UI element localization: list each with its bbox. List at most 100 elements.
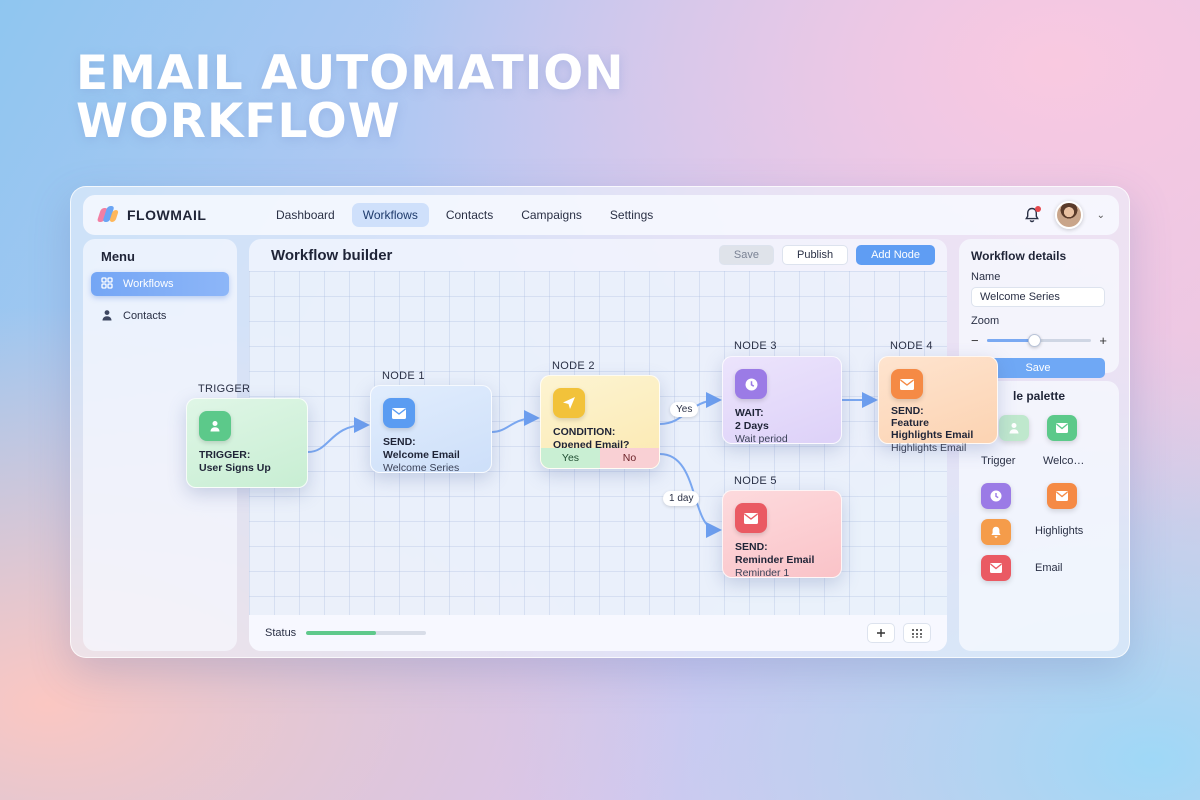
node1-title: Welcome Email — [383, 449, 460, 461]
wait-node[interactable]: WAIT: 2 Days Wait period — [722, 356, 842, 445]
mail-icon — [891, 369, 923, 399]
palette-send-node[interactable] — [1047, 483, 1077, 509]
zoom-label: Zoom — [971, 315, 1000, 327]
palette-label-trigger: Trigger — [981, 455, 1016, 467]
logo-mark-icon — [96, 206, 119, 224]
node-tag-5: NODE 5 — [734, 475, 777, 487]
page-title: Workflow builder — [271, 246, 393, 264]
top-right-actions: ⌄ — [1023, 201, 1105, 229]
mail-icon — [1056, 491, 1068, 501]
condition-yes-branch[interactable]: Yes — [541, 448, 600, 468]
condition-node[interactable]: CONDITION: Opened Email? Yes No — [540, 375, 660, 469]
palette-email-node[interactable] — [981, 555, 1011, 581]
node1-subtitle: Welcome Series — [383, 462, 460, 474]
sidebar-title: Menu — [101, 249, 135, 264]
person-icon — [101, 309, 113, 324]
sidebar-item-workflows[interactable]: Workflows — [91, 272, 229, 296]
node5-title: Reminder Email — [735, 554, 815, 566]
palette-trigger-node[interactable] — [999, 415, 1029, 441]
details-title: Workflow details — [971, 249, 1067, 263]
save-button[interactable]: Save — [718, 245, 774, 265]
hero-title-line2: WORKFLOW — [76, 94, 401, 149]
workflow-details-panel: Workflow details Name Welcome Series Zoo… — [959, 239, 1119, 378]
send-reminder-node[interactable]: SEND: Reminder Email Reminder 1 — [722, 490, 842, 579]
condition-branches: Yes No — [541, 448, 659, 468]
canvas-tools — [867, 623, 931, 643]
notification-dot — [1034, 206, 1041, 212]
palette-highlights-node[interactable] — [981, 519, 1011, 545]
clock-icon — [990, 490, 1002, 502]
add-node-button[interactable]: Add Node — [856, 245, 935, 265]
nav-contacts[interactable]: Contacts — [445, 208, 494, 222]
workflow-name-input[interactable]: Welcome Series — [971, 287, 1105, 307]
plus-icon — [877, 629, 885, 637]
zoom-in-button[interactable] — [867, 623, 895, 643]
node-tag-3: NODE 3 — [734, 340, 777, 352]
status-progress-bar — [306, 631, 427, 635]
palette-label-welcome: Welco… — [1043, 455, 1085, 467]
zoom-out-button[interactable]: − — [971, 333, 979, 348]
main-nav: Dashboard Workflows Contacts Campaigns S… — [265, 203, 664, 227]
mail-icon — [735, 503, 767, 533]
node5-subtitle: Reminder 1 — [735, 567, 790, 579]
details-save-button[interactable]: Save — [971, 358, 1105, 378]
trigger-node[interactable]: TRIGGER: User Signs Up — [186, 398, 308, 488]
edge-label-yes: Yes — [670, 402, 699, 417]
bell-icon — [991, 526, 1001, 538]
palette-label-email: Email — [1035, 562, 1063, 574]
palette-label-highlights: Highlights — [1035, 525, 1084, 537]
avatar[interactable] — [1054, 201, 1083, 229]
node2-type: CONDITION: — [553, 426, 616, 438]
dots-grid-icon — [912, 629, 922, 638]
node4-type: SEND: — [891, 405, 924, 417]
zoom-slider[interactable] — [986, 334, 1092, 347]
sidebar-item-label: Contacts — [123, 310, 167, 322]
palette-welcome-node[interactable] — [1047, 415, 1077, 441]
top-bar: FLOWMAIL Dashboard Workflows Contacts Ca… — [83, 195, 1119, 235]
zoom-slider-thumb[interactable] — [1027, 334, 1041, 347]
zoom-control: − + — [971, 333, 1107, 348]
grid-icon — [101, 276, 113, 292]
node4-title-cont: Highlights Email — [891, 429, 974, 441]
node3-subtitle: Wait period — [735, 433, 788, 445]
status-bar: Status — [249, 615, 947, 651]
node-tag-2: NODE 2 — [552, 360, 595, 372]
node-tag-4: NODE 4 — [890, 340, 933, 352]
node-tag-trigger: TRIGGER — [198, 383, 251, 395]
node1-type: SEND: — [383, 436, 416, 448]
brand-name: FLOWMAIL — [127, 207, 207, 223]
user-icon — [1009, 423, 1019, 434]
publish-button[interactable]: Publish — [781, 245, 849, 265]
builder-header: Workflow builder Save Publish Add Node — [249, 239, 947, 271]
nav-workflows[interactable]: Workflows — [351, 203, 429, 227]
send-feature-node[interactable]: SEND: Feature Highlights Email Highlight… — [878, 356, 998, 454]
clock-icon — [735, 369, 767, 399]
hero-title-line1: EMAIL AUTOMATION — [76, 46, 625, 101]
status-progress-fill — [306, 631, 376, 635]
palette-wait-node[interactable] — [981, 483, 1011, 509]
trigger-node-type: TRIGGER: — [199, 449, 251, 461]
status-label: Status — [265, 627, 297, 639]
bell-icon[interactable] — [1023, 206, 1041, 224]
grid-view-button[interactable] — [903, 623, 931, 643]
palette-title: le palette — [1013, 389, 1066, 403]
trigger-node-title: User Signs Up — [199, 462, 271, 474]
sidebar-item-contacts[interactable]: Contacts — [91, 304, 229, 328]
nav-campaigns[interactable]: Campaigns — [521, 208, 582, 222]
nav-dashboard[interactable]: Dashboard — [276, 208, 335, 222]
condition-no-branch[interactable]: No — [600, 448, 659, 468]
mail-icon — [990, 563, 1002, 573]
node4-title: Feature — [891, 417, 929, 429]
zoom-in-control[interactable]: + — [1099, 333, 1107, 348]
nav-settings[interactable]: Settings — [609, 208, 654, 222]
send-welcome-node[interactable]: SEND: Welcome Email Welcome Series — [370, 385, 492, 474]
node5-type: SEND: — [735, 541, 768, 553]
brand-logo[interactable]: FLOWMAIL — [96, 206, 265, 224]
mail-icon — [1056, 423, 1068, 433]
mail-icon — [383, 398, 415, 428]
name-label: Name — [971, 271, 1001, 283]
chevron-down-icon[interactable]: ⌄ — [1096, 209, 1105, 221]
user-icon — [199, 411, 231, 441]
send-icon — [553, 388, 585, 418]
node3-type: WAIT: — [735, 407, 764, 419]
